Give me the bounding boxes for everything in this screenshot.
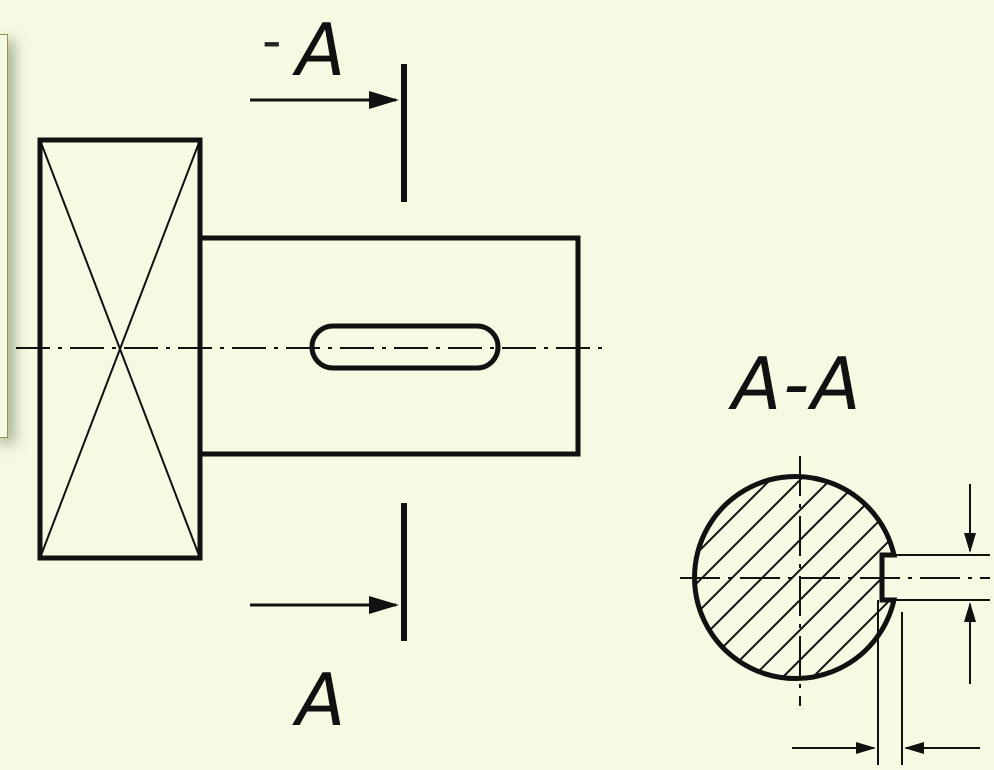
section-view (680, 456, 990, 706)
section-hatching (694, 476, 894, 679)
keyway-dimensions (792, 484, 990, 765)
side-panel-edge (0, 34, 8, 438)
cut-label-top: A (296, 8, 346, 92)
hub-block (37, 137, 203, 561)
section-view-label: A-A (732, 342, 863, 426)
section-cut-bottom (250, 503, 407, 641)
cut-label-bottom: A (296, 658, 346, 742)
shaft (197, 235, 581, 457)
section-cut-top (250, 64, 407, 202)
cut-label-top-dash: - (262, 9, 282, 72)
